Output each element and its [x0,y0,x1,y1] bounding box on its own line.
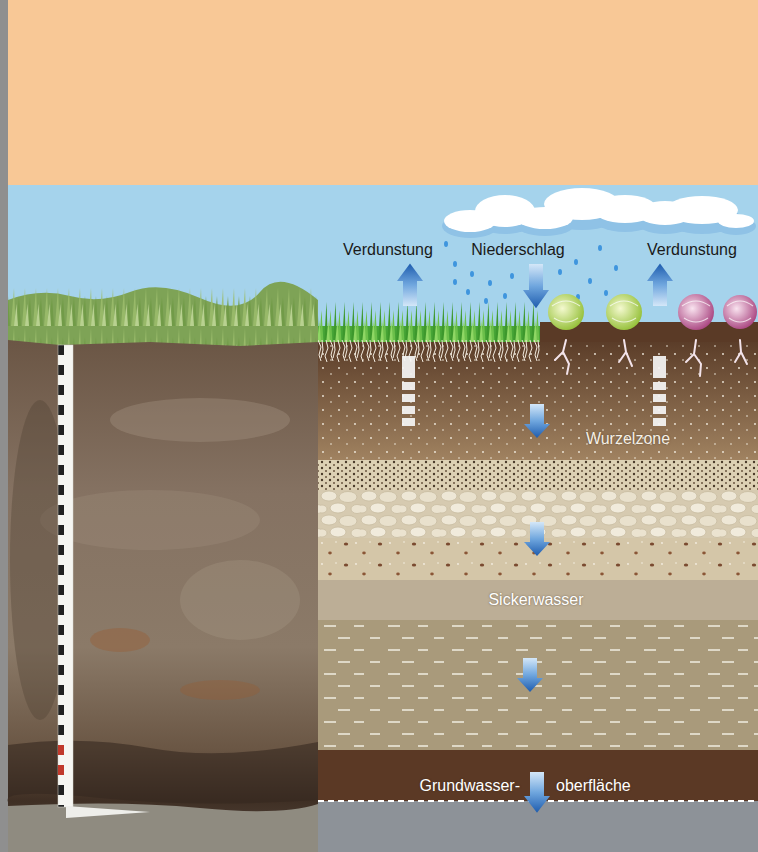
soil-layers [318,340,758,852]
flow-arrows-part [517,658,543,692]
raindrops-part [510,273,514,279]
soil-layers-part [318,460,758,490]
raindrops-part [598,245,602,251]
evaporation-bars-part [653,418,666,426]
layer-label: Niederschlag [471,241,564,259]
layer-label: Grundwasser- [420,777,520,795]
background-part [8,0,758,185]
clouds [442,188,756,238]
crop-field-part-part [552,301,580,322]
crop-field-part [606,294,642,330]
soil-photo-part [66,806,150,818]
layer-label: Verdunstung [647,241,737,259]
flow-arrows-part [524,404,550,438]
evaporation-bars-part [402,418,415,426]
crop-field-part [552,301,753,322]
crop-field-part-part [686,340,701,376]
evaporation-bars-part [402,394,415,402]
raindrops-part [466,289,470,295]
soil-photo-part [8,282,318,350]
soil-photo-part [90,628,150,652]
soil-photo-part [58,765,64,775]
evaporation-bars-part [653,356,666,378]
raindrops-part [453,261,457,267]
background-part [0,0,8,852]
raindrops-part [574,259,578,265]
raindrops-part [488,280,492,286]
raindrops-part [470,271,474,277]
raindrops-part [588,278,592,284]
soil-layers-part [318,620,758,750]
soil-photo-part [180,680,260,700]
grass-and-roots-part [318,298,540,342]
raindrops-part [604,290,608,296]
soil-photo-part [110,398,290,442]
soil-layers-part [318,620,758,750]
evaporation-bars-part [402,356,415,378]
raindrops-part [444,241,448,247]
soil-photo-part [8,340,318,852]
raindrops-part [558,269,562,275]
raindrops-part [453,279,457,285]
crop-field-part [548,294,584,330]
layer-label: oberfläche [556,777,631,795]
soil-layers-part [318,580,758,620]
soil-photo-part [8,286,318,346]
crop-field-part-part [682,301,710,322]
soil-photo-part [180,560,300,640]
sky-panel [318,185,758,345]
crop-field-part-part [619,340,632,366]
soil-layers-part [318,340,758,460]
crop-field-part [678,294,714,330]
grass-and-roots [318,298,540,362]
crop-field-part-part [610,301,638,322]
evaporation-bars-part [653,394,666,402]
clouds-part [444,188,754,232]
soil-photo [7,185,318,852]
soil-layers-part [318,340,758,460]
clouds-part-part [718,214,754,228]
soil-layers-part [318,460,758,490]
crop-field-part-part [727,301,753,322]
soil-photo-part [58,345,73,807]
crop-field-part-part [735,340,747,364]
layer-label: Sickerwasser [488,591,583,609]
flow-arrows-part [523,264,549,308]
sky-panel-part [318,185,758,345]
grass-and-roots-part [318,340,540,362]
evaporation-bars-part [653,382,666,390]
crop-field-part [723,295,757,329]
layer-label: Wurzelzone [586,430,670,448]
flow-arrows [397,264,673,813]
raindrops-part [614,265,618,271]
soil-photo-part [8,803,318,852]
flow-arrows-part [647,264,673,307]
evaporation-bars-part [402,382,415,390]
evaporation-bars-part [402,406,415,414]
flow-arrows-part [524,522,550,556]
flow-arrows-part [524,772,550,813]
soil-photo-part [7,741,318,804]
soil-photo-part [58,745,64,755]
crop-field-part-part [555,340,569,374]
layer-label: Verdunstung [343,241,433,259]
crop-field [540,294,758,376]
flow-arrows-part [397,264,423,307]
evaporation-bars-part [653,406,666,414]
crop-field-part [555,340,747,376]
